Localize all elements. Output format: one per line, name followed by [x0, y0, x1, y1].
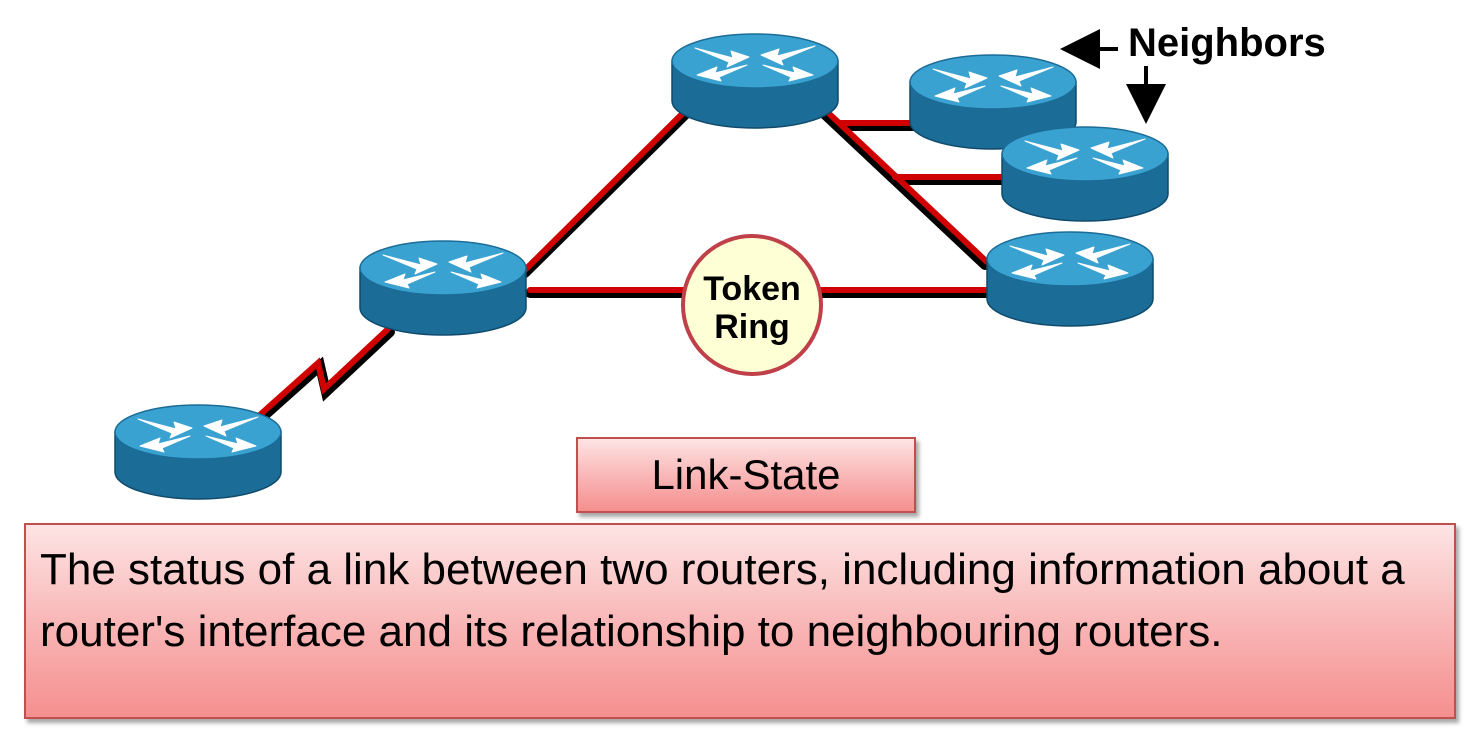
link-top-right — [819, 104, 990, 265]
router-icon — [1001, 126, 1169, 222]
term-box: Link-State — [576, 437, 916, 513]
definition-box: The status of a link between two routers… — [24, 523, 1456, 719]
serial-link-icon — [250, 326, 391, 424]
term-label: Link-State — [651, 451, 841, 498]
link-left-top — [522, 105, 691, 273]
network-links — [250, 104, 1010, 429]
token-ring-icon: Token Ring — [681, 234, 823, 376]
neighbors-label: Neighbors — [1128, 21, 1326, 65]
router-icon — [359, 240, 527, 336]
router-icon — [671, 33, 839, 129]
router-icon — [114, 404, 282, 500]
token-ring-label-line2: Ring — [714, 308, 790, 346]
token-ring-label-line1: Token — [703, 270, 801, 308]
definition-text: The status of a link between two routers… — [40, 545, 1405, 656]
router-icon — [986, 231, 1154, 327]
